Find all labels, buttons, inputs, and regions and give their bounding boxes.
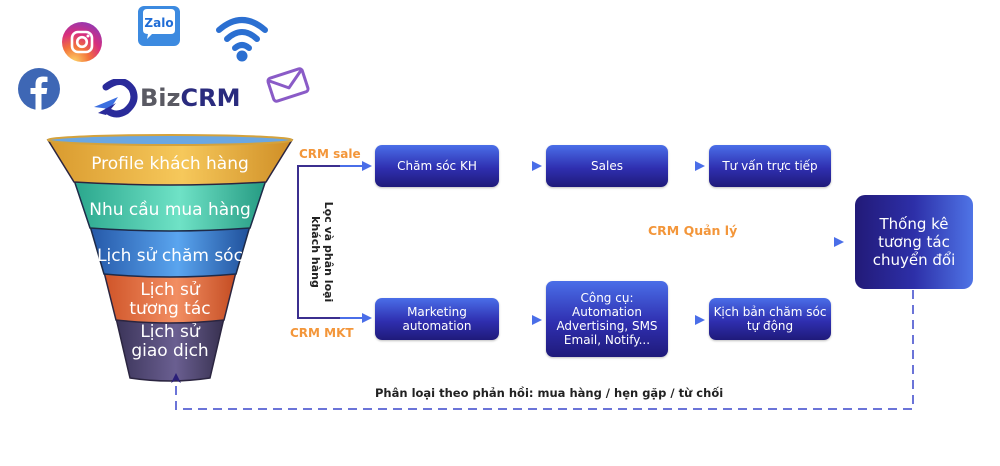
brand-prefix: Biz	[140, 84, 181, 112]
funnel-layer-2	[72, 179, 268, 232]
filter-label-line2: khách hàng	[309, 216, 322, 288]
crm-mkt-label: CRM MKT	[290, 326, 354, 340]
feedback-label: Phân loại theo phản hồi: mua hàng / hẹn …	[375, 386, 724, 400]
filter-label: Lọc và phân loại khách hàng	[309, 192, 335, 312]
funnel-label-5: Lịch sử giao dịch	[70, 323, 270, 361]
funnel-layer-1	[46, 139, 294, 186]
box-marketing-line2: automation	[402, 319, 472, 333]
zalo-text: Zalo	[144, 16, 173, 30]
box-sales-label: Sales	[591, 159, 623, 173]
funnel-rim	[47, 134, 293, 146]
crm-sale-label: CRM sale	[299, 147, 361, 161]
box-tu-van-truc-tiep[interactable]: Tư vấn trực tiếp	[709, 145, 831, 187]
box-kich-ban[interactable]: Kịch bản chăm sóc tự động	[709, 298, 831, 340]
instagram-icon	[61, 21, 103, 63]
facebook-icon	[17, 67, 61, 111]
box-cham-soc-kh[interactable]: Chăm sóc KH	[375, 145, 499, 187]
funnel-label-5-line1: Lịch sử	[140, 322, 200, 342]
zalo-icon: Zalo	[138, 6, 180, 46]
funnel-label-2: Nhu cầu mua hàng	[89, 200, 251, 220]
box-kich-ban-line2: tự động	[746, 319, 794, 333]
box-cong-cu-line1: Công cụ:	[580, 291, 634, 305]
filter-label-line1: Lọc và phân loại	[322, 201, 335, 303]
crm-quan-ly-label: CRM Quản lý	[648, 223, 738, 238]
box-thong-ke-line3: chuyển đổi	[872, 251, 956, 269]
box-cong-cu[interactable]: Công cụ: Automation Advertising, SMS Ema…	[546, 281, 668, 357]
funnel-label-5-line2: giao dịch	[131, 341, 209, 361]
box-thong-ke-line1: Thống kê	[879, 215, 949, 233]
box-cong-cu-line2: Automation	[572, 305, 642, 319]
funnel-layer-3	[89, 225, 251, 278]
bizcrm-logo: BizCRM	[92, 79, 242, 119]
mail-icon	[264, 64, 312, 106]
funnel-label-4-line1: Lịch sử	[140, 280, 200, 300]
box-tu-van-label: Tư vấn trực tiếp	[722, 159, 818, 173]
box-thong-ke[interactable]: Thống kê tương tác chuyển đổi	[855, 195, 973, 289]
wifi-icon	[214, 12, 270, 64]
box-thong-ke-line2: tương tác	[878, 233, 950, 251]
funnel-label-3: Lịch sử chăm sóc	[97, 246, 243, 266]
box-cong-cu-line4: Email, Notify...	[563, 333, 651, 347]
funnel-label-4: Lịch sử tương tác	[70, 281, 270, 319]
box-kich-ban-line1: Kịch bản chăm sóc	[713, 305, 827, 319]
box-marketing-line1: Marketing	[407, 305, 467, 319]
box-cham-soc-kh-label: Chăm sóc KH	[397, 159, 477, 173]
brand-suffix: CRM	[180, 84, 241, 112]
funnel-label-4-line2: tương tác	[129, 299, 211, 319]
box-marketing-automation[interactable]: Marketing automation	[375, 298, 499, 340]
box-sales[interactable]: Sales	[546, 145, 668, 187]
box-cong-cu-line3: Advertising, SMS	[556, 319, 658, 333]
bizcrm-logo-icon	[94, 79, 138, 118]
funnel-label-1: Profile khách hàng	[91, 154, 249, 174]
